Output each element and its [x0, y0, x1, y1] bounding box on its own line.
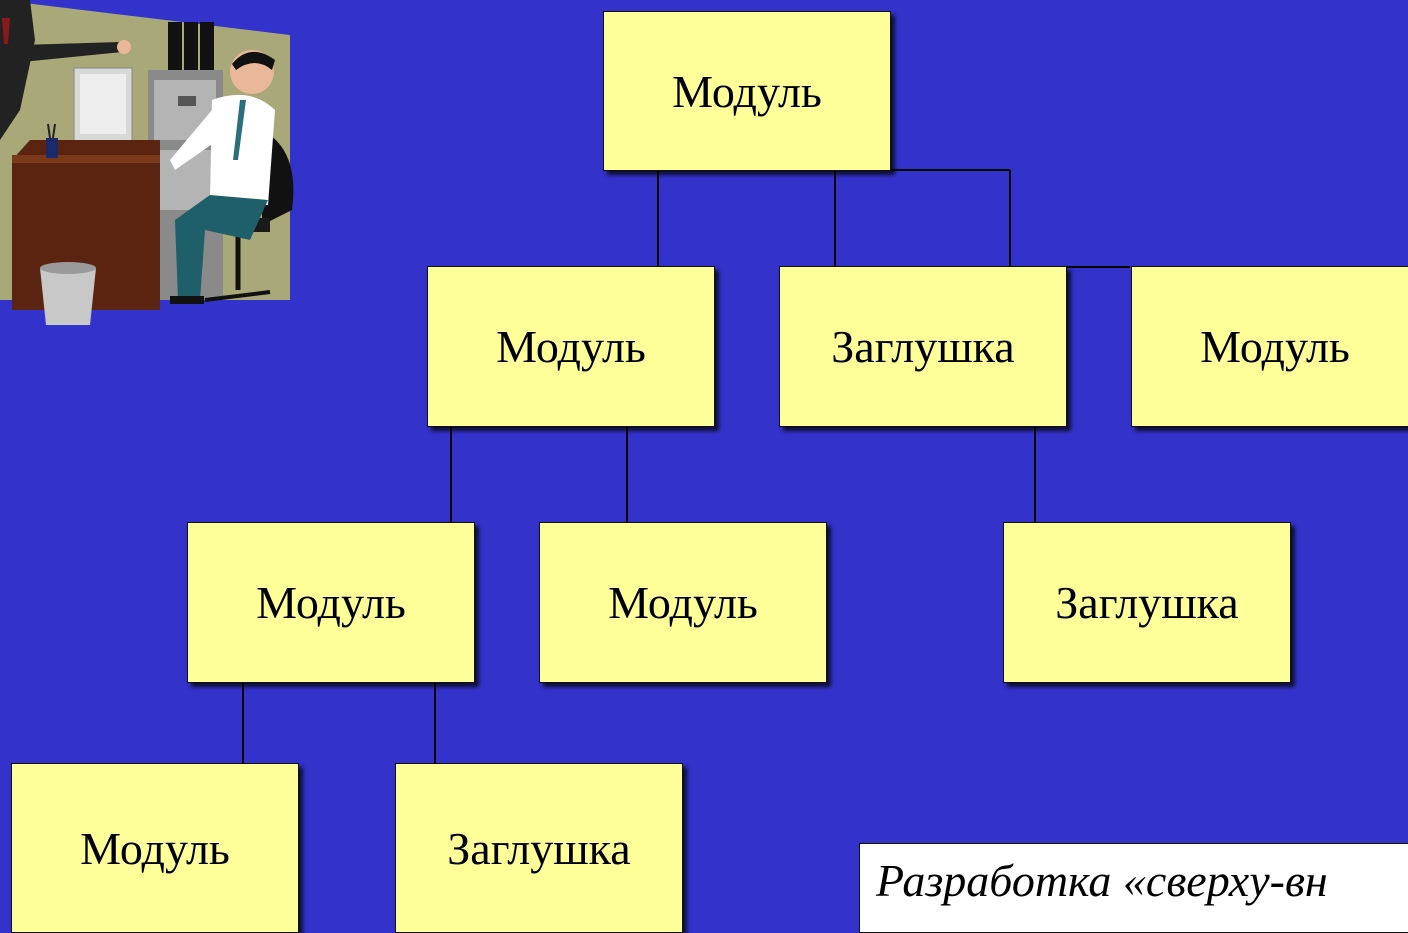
module-box: Модуль: [427, 266, 715, 427]
module-box: Модуль: [539, 522, 827, 683]
node-label: Модуль: [608, 577, 758, 628]
module-box: Модуль: [187, 522, 475, 683]
node-label: Модуль: [672, 65, 822, 117]
caption-text-box: Разработка «сверху-вн: [859, 843, 1408, 933]
module-box: Модуль: [1131, 266, 1408, 427]
stub-box: Заглушка: [1003, 522, 1291, 683]
module-box: Модуль: [11, 763, 299, 933]
node-label: Заглушка: [1055, 577, 1239, 628]
node-label: Модуль: [256, 577, 406, 628]
node-label: Модуль: [80, 822, 230, 874]
node-label: Модуль: [496, 321, 646, 372]
root-module-box: Модуль: [603, 11, 891, 171]
stub-box: Заглушка: [395, 763, 683, 933]
stub-box: Заглушка: [779, 266, 1067, 427]
node-label: Заглушка: [447, 823, 631, 874]
node-label: Модуль: [1200, 321, 1350, 372]
caption-text: Разработка «сверху-вн: [876, 855, 1328, 906]
office-worker-illustration: [0, 0, 294, 325]
node-label: Заглушка: [831, 321, 1015, 372]
